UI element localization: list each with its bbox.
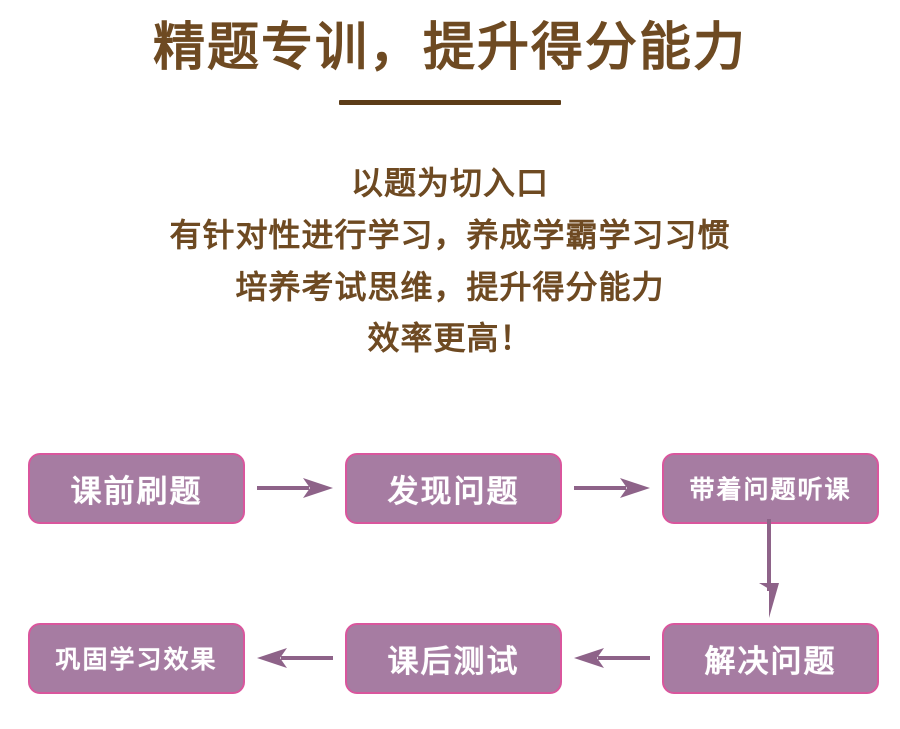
subtitle-line-4: 效率更高！	[367, 320, 533, 357]
connector-gap	[562, 623, 662, 694]
page-title: 精题专训，提升得分能力	[152, 19, 747, 77]
flow-step-gong-gu-xue-xi-xiao-guo[interactable]: 巩固学习效果	[28, 622, 245, 694]
page-header: 精题专训，提升得分能力	[0, 0, 900, 106]
workflow-row-top: 课前刷题 发现问题 带着问题听课	[0, 448, 900, 528]
arrow-left-icon	[257, 647, 333, 669]
workflow-diagram: 课前刷题 发现问题 带着问题听课	[0, 420, 900, 729]
flow-step-ke-hou-ce-shi[interactable]: 课后测试	[345, 622, 562, 694]
connector-gap	[245, 623, 345, 694]
flow-step-ke-qian-shua-ti[interactable]: 课前刷题	[28, 452, 245, 524]
subtitle-block: 以题为切入口 有针对性进行学习，养成学霸学习习惯 培养考试思维，提升得分能力 效…	[0, 158, 900, 365]
connector-gap	[562, 453, 662, 524]
arrow-left-icon	[574, 647, 650, 669]
workflow-row-bottom: 巩固学习效果 课后测试 解决问题	[0, 618, 900, 698]
flow-step-jie-jue-wen-ti[interactable]: 解决问题	[662, 622, 879, 694]
subtitle-line-1: 以题为切入口	[350, 165, 549, 201]
vertical-connector	[660, 519, 877, 618]
arrow-right-icon	[574, 477, 650, 499]
subtitle-line-3: 培养考试思维，提升得分能力	[235, 268, 665, 305]
connector-gap	[245, 453, 345, 524]
flow-step-dai-zhe-wen-ti-ting-ke[interactable]: 带着问题听课	[662, 452, 879, 524]
subtitle-line-2: 有针对性进行学习，养成学霸学习习惯	[169, 216, 731, 253]
flow-step-fa-xian-wen-ti[interactable]: 发现问题	[345, 452, 562, 524]
arrow-down-icon	[757, 519, 781, 618]
title-divider	[339, 100, 561, 106]
arrow-right-icon	[257, 477, 333, 499]
